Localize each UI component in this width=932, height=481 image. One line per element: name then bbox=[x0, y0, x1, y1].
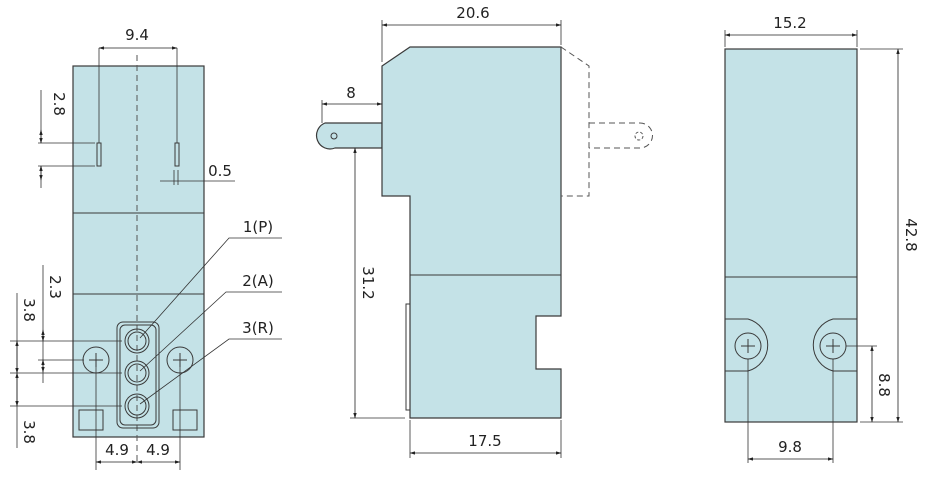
dim-base-width: 17.5 bbox=[468, 432, 501, 450]
dim-mount-left: 4.9 bbox=[105, 441, 129, 459]
valve-body-front bbox=[72, 65, 205, 438]
dim-overall-width: 20.6 bbox=[456, 4, 489, 22]
dim-slot-height: 2.8 bbox=[50, 92, 68, 116]
dim-end-height: 42.8 bbox=[902, 218, 920, 251]
dim-height: 31.2 bbox=[359, 266, 377, 299]
port-1-circle bbox=[124, 328, 150, 354]
dim-mount-height: 8.8 bbox=[875, 373, 893, 397]
port-label-3r: 3(R) bbox=[242, 319, 274, 337]
valve-body-end bbox=[724, 48, 858, 423]
dim-end-width: 15.2 bbox=[773, 14, 806, 32]
front-view: 9.4 2.8 0.5 2.3 3.8 3.8 4.9 4.9 1(P) 2(A… bbox=[10, 26, 282, 470]
mount-lug-right bbox=[812, 318, 857, 372]
port-label-2a: 2(A) bbox=[242, 272, 274, 290]
dim-terminal-length: 8 bbox=[346, 84, 356, 102]
side-view: 20.6 8 31.2 17.5 bbox=[315, 4, 653, 458]
terminal-tab bbox=[315, 122, 383, 150]
pad-left bbox=[78, 409, 104, 431]
mount-lug-left bbox=[725, 318, 769, 372]
dim-port-pitch-top: 3.8 bbox=[20, 298, 38, 322]
dim-slot-spacing: 9.4 bbox=[125, 26, 149, 44]
dim-port-offset: 2.3 bbox=[46, 275, 64, 299]
port-2-circle bbox=[124, 360, 150, 386]
port-label-1p: 1(P) bbox=[243, 218, 273, 236]
dim-mount-spacing: 9.8 bbox=[778, 438, 802, 456]
valve-body-side bbox=[381, 46, 562, 419]
end-view: 15.2 42.8 8.8 9.8 bbox=[724, 14, 920, 463]
dim-mount-right: 4.9 bbox=[146, 441, 170, 459]
alt-position-outline bbox=[560, 46, 590, 197]
port-block bbox=[116, 321, 160, 429]
dim-port-pitch-bottom: 3.8 bbox=[20, 420, 38, 444]
pad-right bbox=[172, 409, 198, 431]
dim-slot-width: 0.5 bbox=[208, 162, 232, 180]
port-3-circle bbox=[124, 393, 150, 419]
